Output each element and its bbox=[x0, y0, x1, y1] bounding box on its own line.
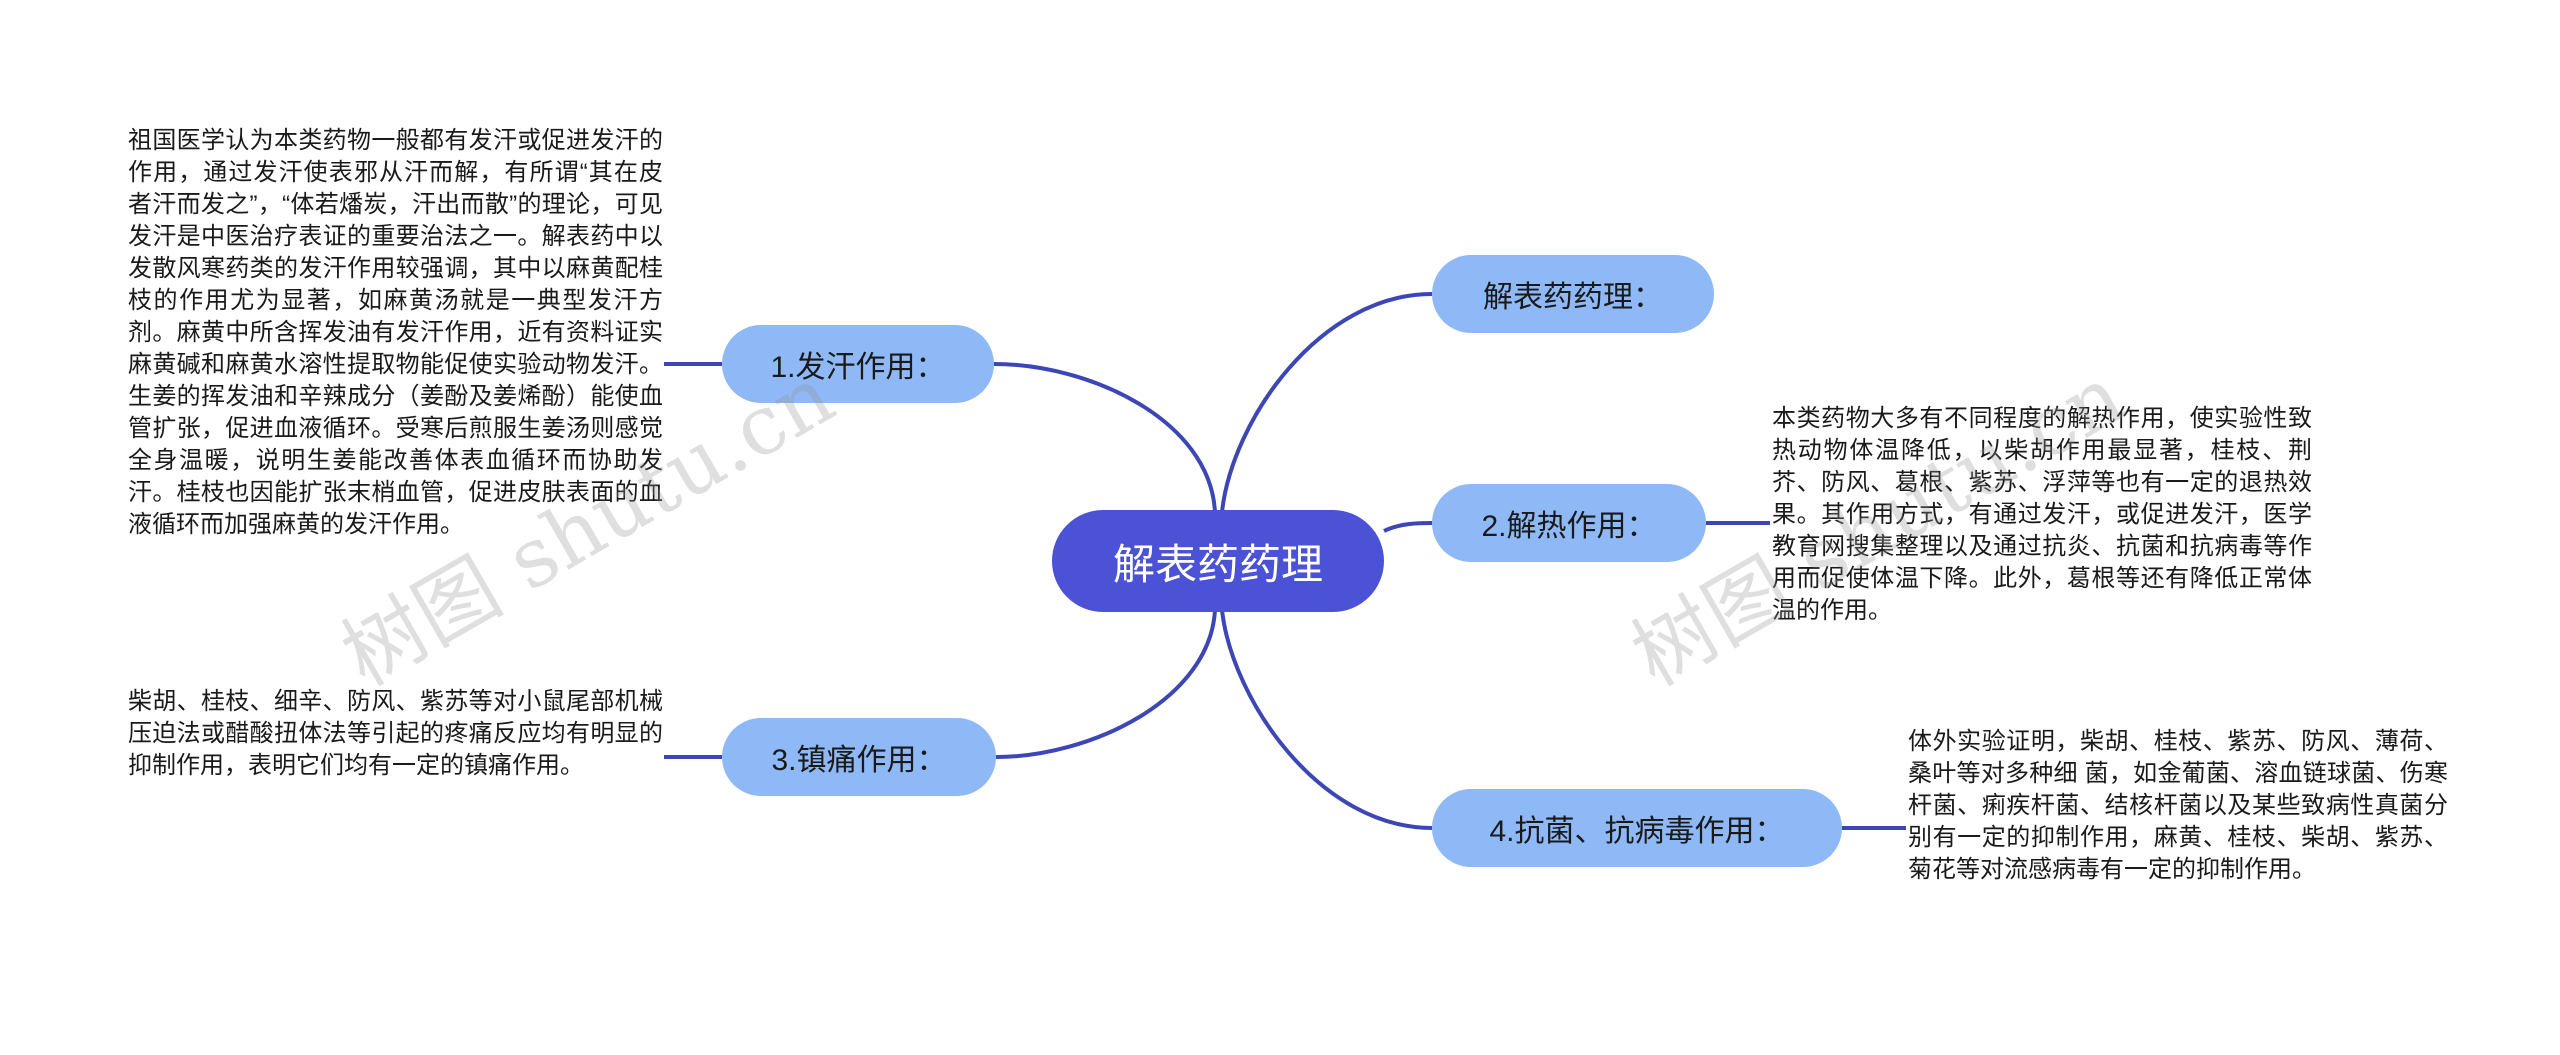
branch-pharmacology[interactable]: 解表药药理： bbox=[1432, 255, 1714, 333]
branch-antipyretic-label: 2.解热作用： bbox=[1481, 510, 1657, 543]
branch-antibacterial-antiviral-label: 4.抗菌、抗病毒作用： bbox=[1489, 815, 1785, 848]
note-antibacterial-antiviral: 体外实验证明，柴胡、桂枝、紫苏、防风、薄荷、桑叶等对多种细 菌，如金葡菌、溶血链… bbox=[1908, 728, 2448, 883]
connector-root-b5 bbox=[1220, 609, 1433, 830]
connector-root-b3 bbox=[1383, 521, 1433, 533]
branch-analgesic[interactable]: 3.镇痛作用： bbox=[722, 718, 996, 796]
root-topic[interactable]: 解表药药理 bbox=[1052, 510, 1384, 612]
branch-analgesic-label: 3.镇痛作用： bbox=[771, 744, 947, 777]
branch-sweating[interactable]: 1.发汗作用： bbox=[722, 325, 994, 403]
branch-sweating-label: 1.发汗作用： bbox=[770, 351, 946, 384]
note-antipyretic: 本类药物大多有不同程度的解热作用，使实验性致热动物体温降低，以柴胡作用最显著，桂… bbox=[1772, 405, 2312, 624]
note-analgesic: 柴胡、桂枝、细辛、防风、紫苏等对小鼠尾部机械压迫法或醋酸扭体法等引起的疼痛反应均… bbox=[128, 688, 663, 779]
branch-pharmacology-label: 解表药药理： bbox=[1483, 281, 1663, 314]
connector-root-b2 bbox=[1220, 292, 1433, 513]
connector-root-b4 bbox=[995, 609, 1217, 759]
connector-root-b1 bbox=[993, 362, 1217, 513]
branch-antibacterial-antiviral[interactable]: 4.抗菌、抗病毒作用： bbox=[1432, 789, 1842, 867]
note-sweating: 祖国医学认为本类药物一般都有发汗或促进发汗的作用，通过发汗使表邪从汗而解，有所谓… bbox=[128, 127, 663, 538]
root-topic-label: 解表药药理 bbox=[1112, 540, 1323, 588]
branch-antipyretic[interactable]: 2.解热作用： bbox=[1432, 484, 1706, 562]
